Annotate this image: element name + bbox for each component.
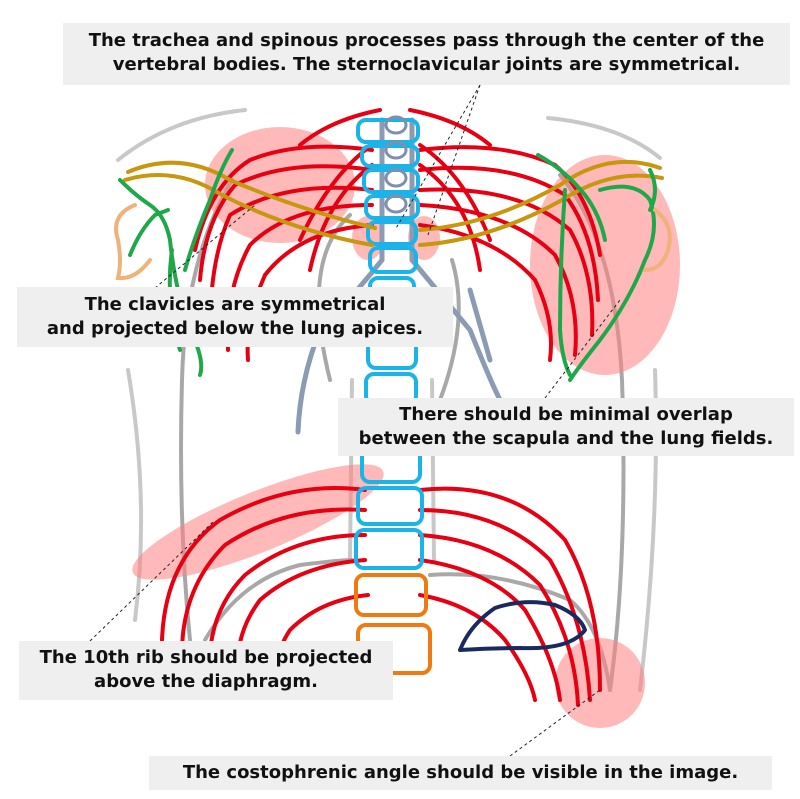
callout-midline: The trachea and spinous processes pass t… [63, 23, 790, 85]
humeral-heads [114, 203, 672, 281]
callout-clavicles: The clavicles are symmetrical and projec… [17, 287, 453, 347]
callout-costophrenic-angle: The costophrenic angle should be visible… [149, 756, 772, 790]
stomach-gas-bubble [458, 600, 587, 652]
callout-tenth-rib: The 10th rib should be projected above t… [19, 641, 393, 700]
leader-clavicles [154, 204, 256, 289]
highlight-right-scapula [530, 155, 680, 375]
leader-midline-2 [427, 84, 481, 236]
leader-midline-1 [394, 84, 481, 231]
leader-lines [89, 84, 621, 757]
highlight-10th-rib [132, 464, 384, 580]
clavicles [123, 159, 664, 247]
leader-costophrenic [509, 689, 601, 757]
spinous-processes [384, 115, 408, 214]
leader-scapula [544, 299, 621, 399]
leader-tenth-rib [89, 519, 216, 642]
callout-scapula: There should be minimal overlap between … [338, 398, 794, 456]
